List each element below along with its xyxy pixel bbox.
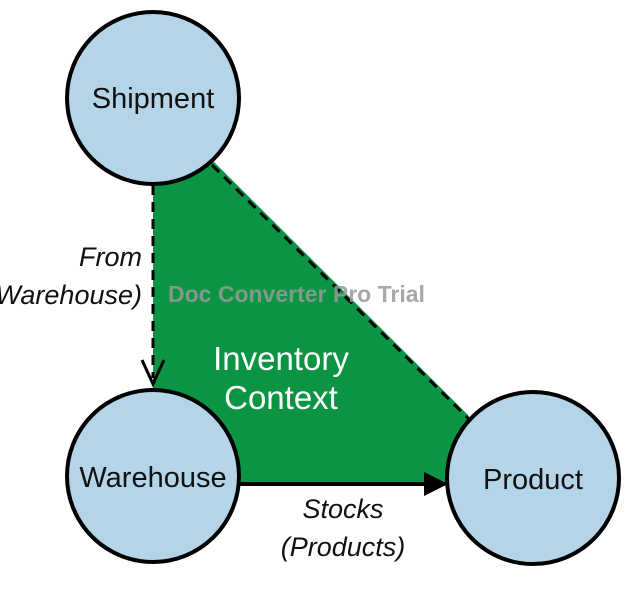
edge-from-warehouse-arrowhead xyxy=(140,359,166,388)
region-label-line2: Context xyxy=(224,379,338,416)
node-shipment[interactable] xyxy=(65,10,241,186)
edge-label-stocks: Stocks xyxy=(302,494,383,524)
edge-label-products: (Products) xyxy=(281,532,406,562)
edge-label-from-warehouse: (Warehouse) xyxy=(0,280,142,310)
edge-label-from: From xyxy=(79,242,142,272)
node-warehouse-label: Warehouse xyxy=(79,462,226,494)
node-shipment-label: Shipment xyxy=(92,83,215,115)
inventory-context-region xyxy=(153,160,470,483)
node-warehouse[interactable] xyxy=(65,388,241,564)
context-boundary-diagonal xyxy=(210,163,472,422)
node-product[interactable] xyxy=(445,390,621,566)
watermark-text: Doc Converter Pro Trial xyxy=(168,281,425,307)
region-label-line1: Inventory xyxy=(213,340,349,377)
node-product-label: Product xyxy=(483,464,583,496)
edge-stocks-products-arrowhead xyxy=(424,472,448,496)
